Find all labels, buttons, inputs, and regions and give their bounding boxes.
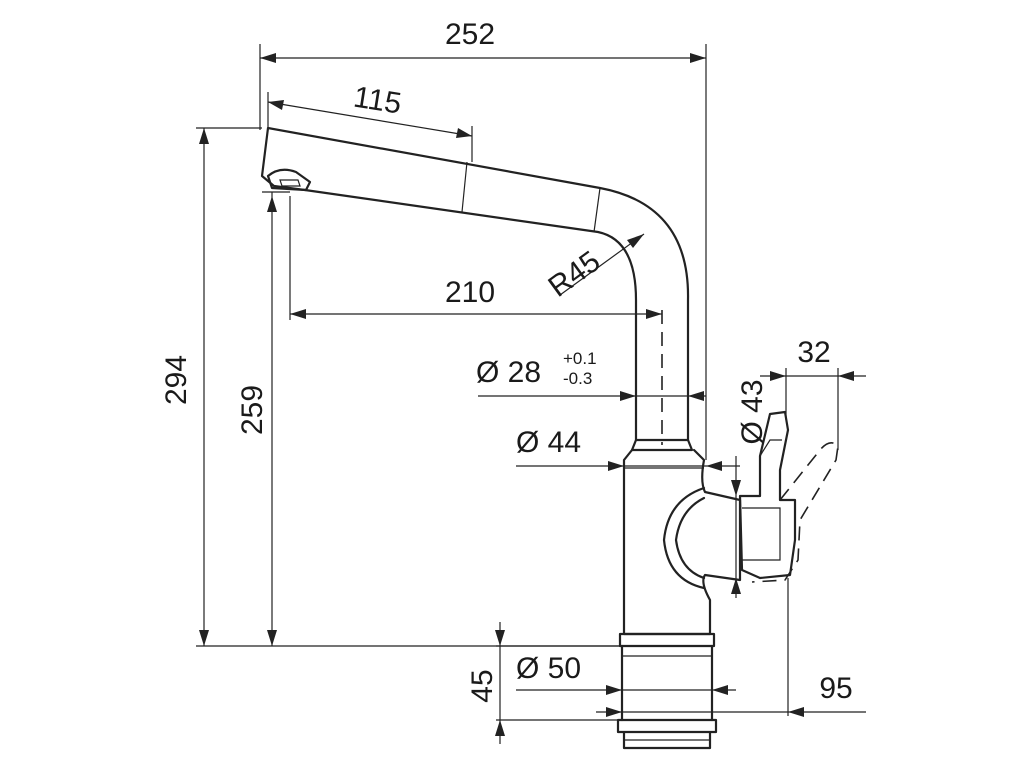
- faucet-outline: [260, 126, 839, 750]
- center-lines: [661, 310, 741, 578]
- lever-handle: [738, 410, 797, 580]
- dim-spout-reach: 210: [445, 276, 495, 309]
- dim-overall-width: 252: [445, 18, 495, 51]
- lever-handle-alt-position: [751, 442, 839, 583]
- dimension-labels: 252 115 R45 210 Ø 28 +0.1 -0.3 Ø 44 Ø 43…: [160, 18, 853, 705]
- dim-handle-diameter: Ø 43: [736, 379, 769, 444]
- dim-shank-length: 45: [466, 669, 499, 702]
- mounting-shank: [620, 644, 714, 722]
- dimension-lines: [196, 44, 866, 744]
- dim-radius: R45: [542, 245, 606, 304]
- aerator-nozzle: [266, 168, 312, 192]
- dim-handle-offset: 32: [797, 336, 830, 369]
- bottom-nut: [616, 718, 718, 750]
- dim-tube-diameter: Ø 28: [476, 356, 541, 389]
- dim-spout-top-length: 115: [351, 81, 403, 121]
- dim-shank-diameter: Ø 50: [516, 652, 581, 685]
- dim-body-diameter: Ø 44: [516, 426, 581, 459]
- handle-hub: [662, 486, 706, 590]
- dim-handle-reach: 95: [819, 672, 852, 705]
- dim-overall-height: 294: [160, 355, 193, 405]
- dim-tube-tolerance-upper: +0.1: [563, 349, 597, 368]
- neck-ring: [630, 438, 694, 452]
- base-flange: [618, 632, 716, 648]
- faucet-body: [622, 448, 742, 636]
- dim-tube-tolerance-lower: -0.3: [563, 369, 592, 388]
- dim-outlet-height: 259: [236, 385, 269, 435]
- spout-head-split: [461, 161, 468, 213]
- spout-tube-split: [593, 187, 601, 233]
